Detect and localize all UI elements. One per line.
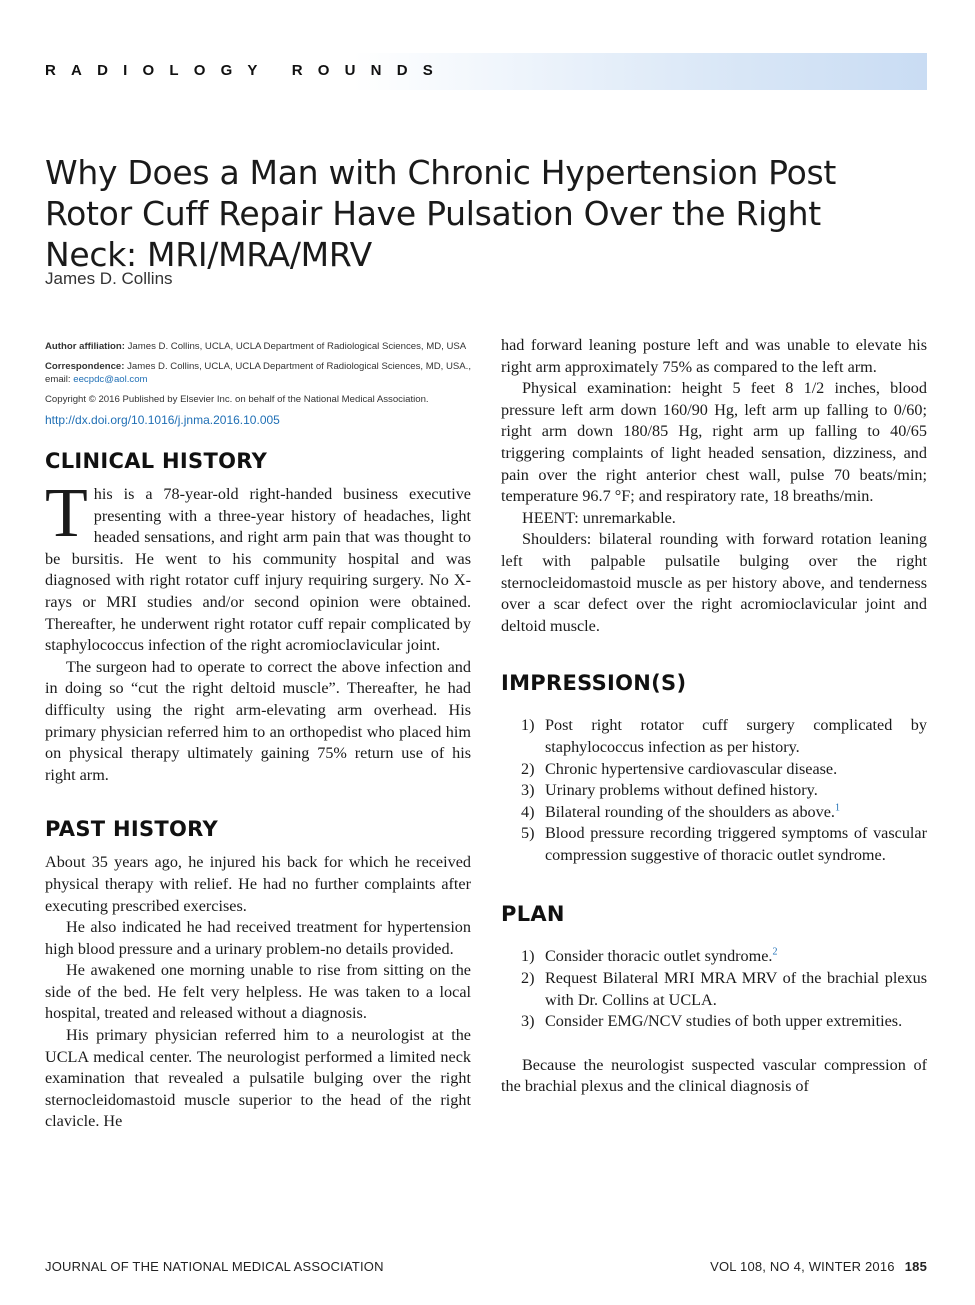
list-number: 2) [521, 969, 535, 988]
email-link[interactable]: eecpdc@aol.com [73, 374, 148, 385]
list-item: 1) Consider thoracic outlet syndrome.2 [501, 946, 927, 968]
list-item: 4) Bilateral rounding of the shoulders as… [501, 802, 927, 824]
correspondence: Correspondence: James D. Collins, UCLA, … [45, 360, 471, 386]
clinical-history-paragraph-2: The surgeon had to operate to correct th… [45, 657, 471, 784]
continued-paragraph: had forward leaning posture left and was… [501, 336, 927, 376]
plan-list: 1) Consider thoracic outlet syndrome.2 2)… [501, 946, 927, 1032]
list-number: 1) [521, 716, 535, 735]
heent-paragraph: HEENT: unremarkable. [522, 508, 676, 527]
list-item: 5) Blood pressure recording triggered sym… [501, 823, 927, 866]
correspondence-label: Correspondence: [45, 361, 125, 372]
list-item: 2) Request Bilateral MRI MRA MRV of the b… [501, 968, 927, 1011]
copyright: Copyright © 2016 Published by Elsevier I… [45, 394, 429, 405]
author-affiliation: Author affiliation: James D. Collins, UC… [45, 340, 471, 353]
page-number: 185 [904, 1259, 927, 1274]
drop-cap: T [45, 475, 88, 552]
past-history-paragraph-4: His primary physician referred him to a … [45, 1026, 471, 1131]
list-item: 3) Consider EMG/NCV studies of both upper… [501, 1011, 927, 1033]
list-number: 2) [521, 759, 535, 778]
footer-journal: JOURNAL OF THE NATIONAL MEDICAL ASSOCIAT… [45, 1259, 384, 1274]
physical-exam-paragraph: Physical examination: height 5 feet 8 1/… [501, 379, 927, 506]
list-number: 3) [521, 1012, 535, 1031]
footer-volume-page: VOL 108, NO 4, WINTER 2016 185 [710, 1259, 927, 1274]
list-number: 4) [521, 802, 535, 821]
list-text: Consider thoracic outlet syndrome. [545, 947, 773, 966]
reference-link[interactable]: 1 [834, 802, 840, 814]
footer-volume: VOL 108, NO 4, WINTER 2016 [710, 1259, 895, 1274]
plan-heading: PLAN [501, 902, 565, 927]
list-item: 3) Urinary problems without defined histo… [501, 780, 927, 802]
list-text: Post right rotator cuff surgery complica… [545, 716, 927, 756]
article-title: Why Does a Man with Chronic Hypertension… [45, 153, 836, 275]
list-number: 1) [521, 947, 535, 966]
past-history-paragraph-2: He also indicated he had received treatm… [45, 918, 471, 958]
section-label: RADIOLOGY ROUNDS [45, 62, 448, 79]
left-column: Author affiliation: James D. Collins, UC… [45, 340, 471, 1133]
list-number: 3) [521, 781, 535, 800]
right-column: had forward leaning posture left and was… [501, 335, 927, 1098]
list-item: 2) Chronic hypertensive cardiovascular di… [501, 759, 927, 781]
correspondence-text: James D. Collins, UCLA, UCLA Department … [45, 361, 472, 385]
reference-link[interactable]: 2 [772, 947, 778, 959]
section-banner [45, 53, 927, 90]
impressions-list: 1) Post right rotator cuff surgery compli… [501, 715, 927, 866]
shoulders-paragraph: Shoulders: bilateral rounding with forwa… [501, 530, 927, 635]
list-text: Consider EMG/NCV studies of both upper e… [545, 1012, 903, 1031]
clinical-history-heading: CLINICAL HISTORY [45, 449, 268, 473]
list-text: Urinary problems without defined history… [545, 781, 818, 800]
list-item: 1) Post right rotator cuff surgery compli… [501, 715, 927, 758]
doi-link[interactable]: http://dx.doi.org/10.1016/j.jnma.2016.10… [45, 413, 280, 427]
past-history-heading: PAST HISTORY [45, 817, 218, 842]
impressions-heading: IMPRESSION(S) [501, 671, 687, 696]
plan-followup-paragraph: Because the neurologist suspected vascul… [501, 1055, 927, 1096]
article-author: James D. Collins [45, 269, 173, 288]
clinical-history-text-1: his is a 78-year-old right-handed busine… [45, 485, 471, 655]
past-history-paragraph-3: He awakened one morning unable to rise f… [45, 961, 471, 1023]
past-history-paragraph-1: About 35 years ago, he injured his back … [45, 853, 471, 915]
affiliation-text: James D. Collins, UCLA, UCLA Department … [127, 341, 467, 352]
list-text: Request Bilateral MRI MRA MRV of the bra… [545, 969, 927, 1009]
list-text: Chronic hypertensive cardiovascular dise… [545, 759, 838, 778]
list-number: 5) [521, 824, 535, 843]
list-text: Blood pressure recording triggered sympt… [545, 824, 927, 864]
affiliation-label: Author affiliation: [45, 341, 125, 352]
list-text: Bilateral rounding of the shoulders as a… [545, 802, 835, 821]
